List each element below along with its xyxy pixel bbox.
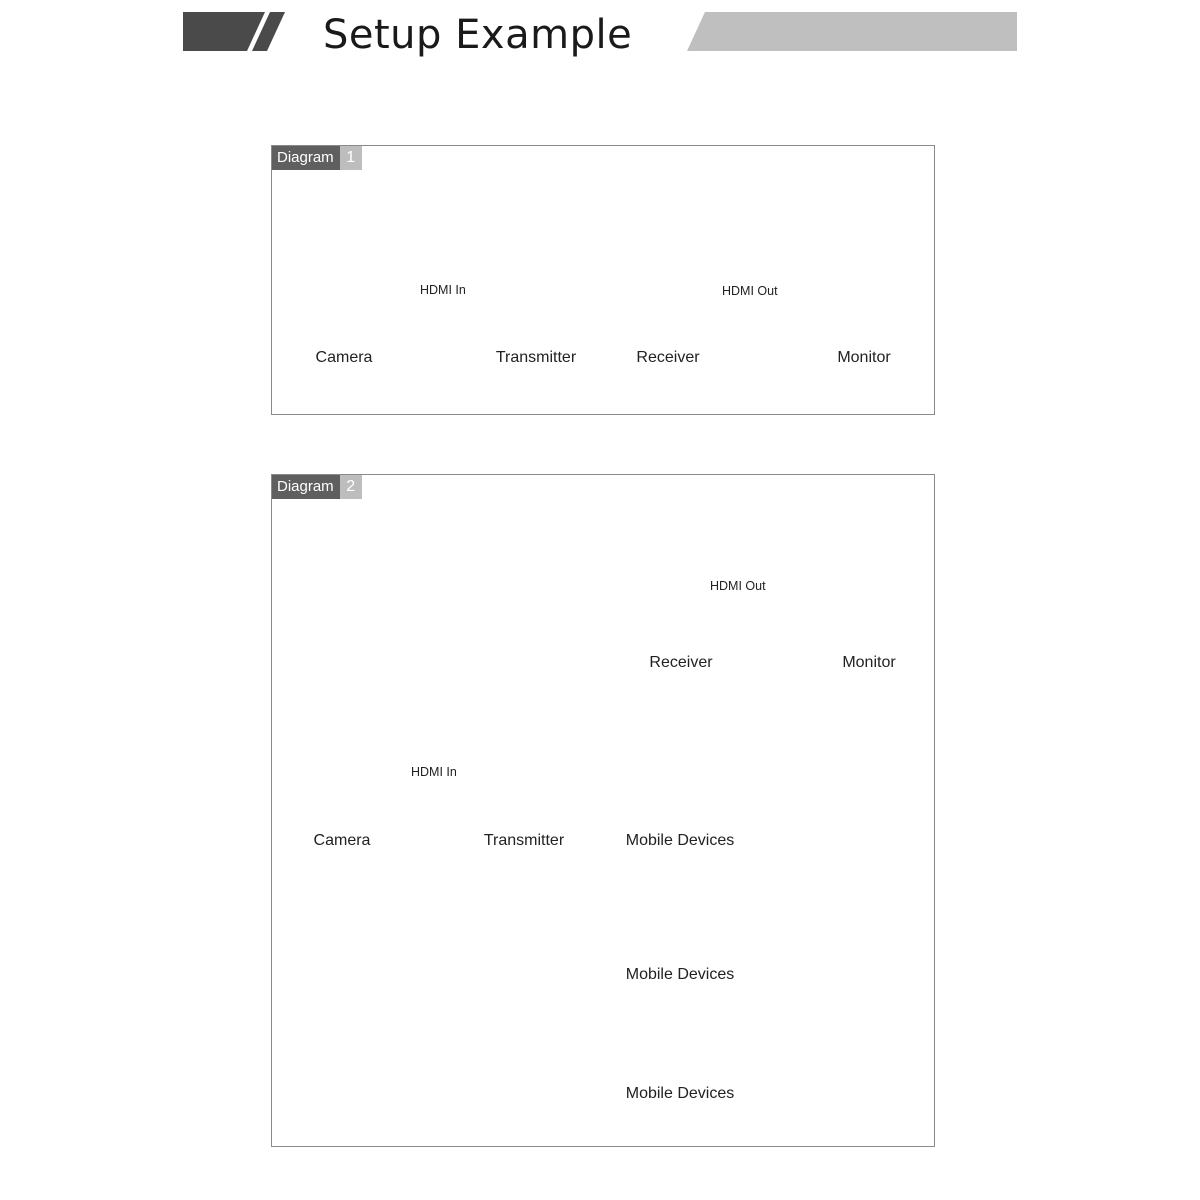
d1-hdmi-out-label: HDMI Out (722, 284, 778, 298)
d2-hdmi-out-label: HDMI Out (710, 579, 766, 593)
header-dark-bar (183, 12, 265, 51)
header-light-bar (687, 12, 1017, 51)
d2-receiver-label: Receiver (649, 654, 713, 671)
d1-monitor-label: Monitor (837, 349, 891, 366)
diagram-2-tag-label: Diagram (272, 475, 340, 499)
header-slash (252, 12, 285, 51)
d2-mobile-devices-label-2: Mobile Devices (625, 966, 735, 983)
diagram-2-tag: Diagram 2 (272, 475, 362, 499)
d2-monitor-label: Monitor (842, 654, 896, 671)
d1-transmitter-label: Transmitter (495, 349, 577, 366)
d2-transmitter-label: Transmitter (483, 832, 565, 849)
diagram-1-panel: Diagram 1 (271, 145, 935, 415)
d2-camera-label: Camera (313, 832, 371, 849)
d1-camera-label: Camera (315, 349, 373, 366)
d2-mobile-devices-label-1: Mobile Devices (625, 832, 735, 849)
d1-receiver-label: Receiver (636, 349, 700, 366)
diagram-1-tag-number: 1 (339, 146, 362, 170)
d2-mobile-devices-label-3: Mobile Devices (625, 1085, 735, 1102)
diagram-1-tag-label: Diagram (272, 146, 340, 170)
page-title: Setup Example (323, 12, 633, 58)
d2-hdmi-in-label: HDMI In (411, 765, 457, 779)
diagram-2-panel: Diagram 2 (271, 474, 935, 1147)
d1-hdmi-in-label: HDMI In (420, 283, 466, 297)
diagram-2-tag-number: 2 (339, 475, 362, 499)
diagram-1-tag: Diagram 1 (272, 146, 362, 170)
